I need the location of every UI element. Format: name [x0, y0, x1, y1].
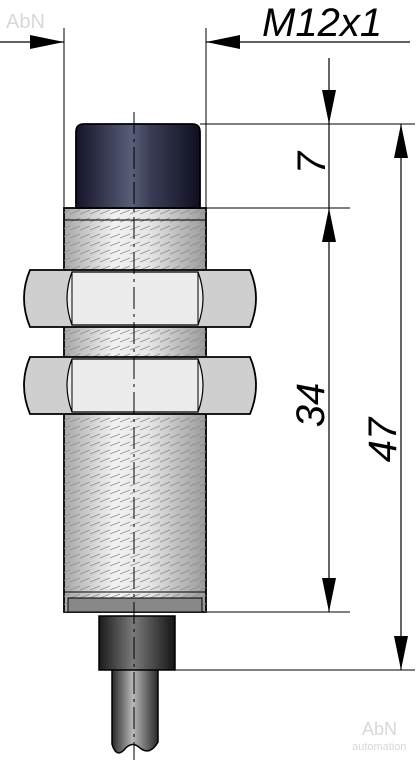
- cable: [111, 667, 159, 754]
- hex-nut-lower: [23, 356, 257, 415]
- thread-length-label: 34: [289, 383, 333, 428]
- thread-diameter-dimension: [0, 28, 410, 208]
- head-length-dimension: [322, 58, 336, 208]
- sensing-head: [75, 123, 201, 209]
- extension-lines: [175, 123, 415, 671]
- thread-label: M12x1: [262, 1, 382, 45]
- hex-nut-upper: [23, 269, 257, 328]
- watermark-bottom-right: AbN: [362, 719, 397, 739]
- total-length-label: 47: [361, 416, 405, 462]
- total-length-dimension: [394, 124, 408, 670]
- rear-bushing: [98, 615, 176, 671]
- watermark-bottom-right-sub: automation: [352, 741, 406, 753]
- thread-length-dimension: [322, 208, 336, 612]
- head-length-label: 7: [290, 150, 334, 174]
- watermark-top-left: AbN: [6, 11, 45, 33]
